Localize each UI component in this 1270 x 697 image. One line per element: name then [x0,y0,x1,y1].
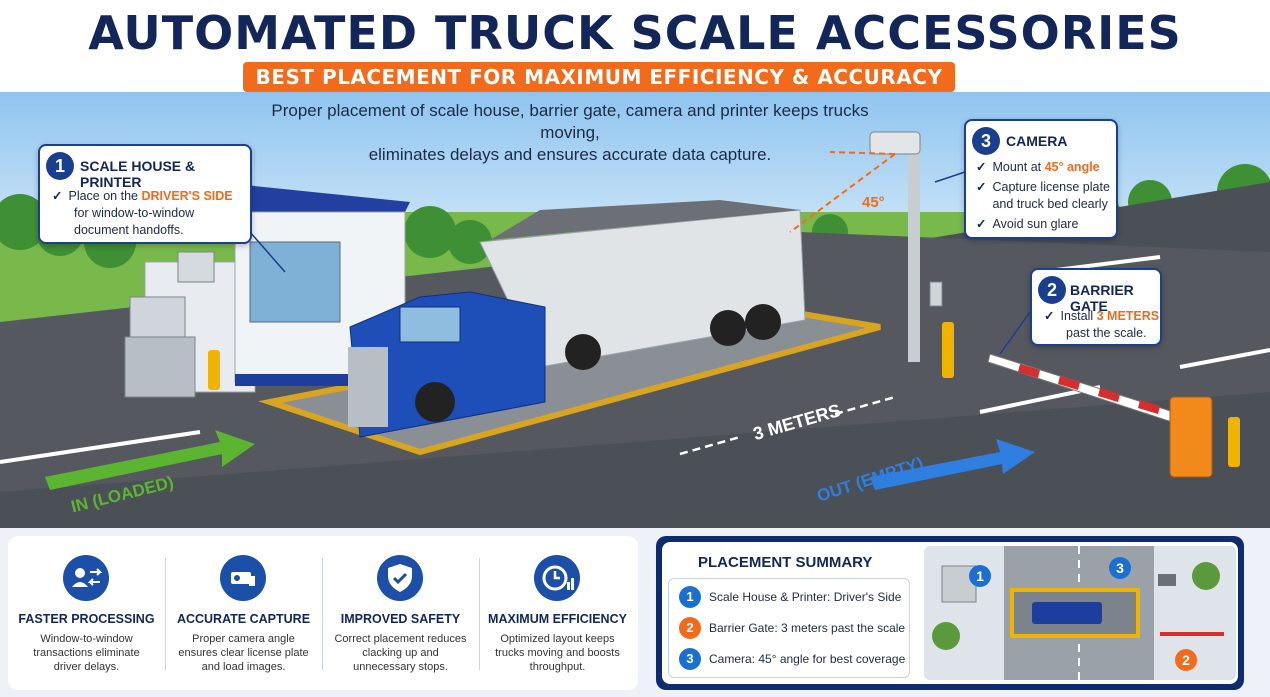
map-label-2: 2 [1182,652,1190,668]
out-arrow [870,439,1035,490]
summary-number: 1 [679,586,701,608]
summary-text: Barrier Gate: 3 meters past the scale [709,621,906,635]
bollards [208,322,1240,467]
callout-number-3: 3 [972,127,1000,155]
truck [348,200,806,438]
barrier-gate [987,353,1213,478]
angle-label: 45° [862,194,885,211]
callout-scale-house-title: SCALE HOUSE & PRINTER [80,158,196,190]
weigh-station-scene: Proper placement of scale house, barrier… [0,92,1270,530]
benefit-improved-safety: IMPROVED SAFETY Correct placement reduce… [322,536,479,690]
callout-barrier-gate: 2 BARRIER GATE ✓Install 3 METERS past th… [1030,268,1162,346]
minimap-illustration: 1 3 2 [924,546,1236,680]
benefit-title: FASTER PROCESSING [18,612,155,626]
benefit-text: Correct placement reduces clacking up an… [334,633,467,673]
callout-scale-house-text: ✓Place on the DRIVER'S SIDE for window-t… [52,189,233,237]
summary-text: Camera: 45° angle for best coverage [709,652,906,666]
check-icon: ✓ [976,217,987,231]
callout-scale-house: 1 SCALE HOUSE & PRINTER ✓Place on the DR… [38,144,252,244]
placement-minimap: 1 3 2 [924,546,1236,680]
intro-line-1: Proper placement of scale house, barrier… [271,101,869,142]
summary-inner: PLACEMENT SUMMARY 1 Scale House & Printe… [662,542,1238,684]
benefit-title: ACCURATE CAPTURE [176,612,311,626]
scene-illustration [0,92,1270,530]
check-icon: ✓ [52,189,63,203]
summary-number: 2 [679,617,701,639]
callout-camera-title: CAMERA [1006,133,1068,149]
intro-line-2: eliminates delays and ensures accurate d… [368,145,772,164]
benefit-faster-processing: FASTER PROCESSING Window-to-window trans… [8,536,165,690]
benefit-title: IMPROVED SAFETY [340,612,461,626]
benefit-text: Optimized layout keeps trucks moving and… [495,633,620,673]
main-title: AUTOMATED TRUCK SCALE ACCESSORIES [88,6,1182,60]
camera-icon [220,555,266,601]
callout-barrier-text: ✓Install 3 METERS past the scale. [1044,309,1160,340]
subtitle-banner: BEST PLACEMENT FOR MAXIMUM EFFICIENCY & … [243,62,955,92]
clock-chart-icon [534,555,580,601]
check-icon: ✓ [1044,309,1055,323]
header: AUTOMATED TRUCK SCALE ACCESSORIES BEST P… [0,0,1270,92]
callout-number-2: 2 [1038,276,1066,304]
map-label-3: 3 [1116,560,1124,576]
callout-camera-text: ✓Mount at 45° angle ✓Capture license pla… [976,160,1110,231]
summary-list: 1 Scale House & Printer: Driver's Side 2… [668,578,910,678]
bottom-panel: FASTER PROCESSING Window-to-window trans… [0,528,1270,697]
benefit-accurate-capture: ACCURATE CAPTURE Proper camera angle ens… [165,536,322,690]
divider [165,558,166,670]
summary-number: 3 [679,648,701,670]
callout-barrier-title: BARRIER GATE [1070,282,1134,314]
benefits-panel: FASTER PROCESSING Window-to-window trans… [8,536,638,690]
callout-camera: 3 CAMERA ✓Mount at 45° angle ✓Capture li… [964,119,1118,239]
benefit-maximum-efficiency: MAXIMUM EFFICIENCY Optimized layout keep… [479,536,636,690]
check-icon: ✓ [976,160,987,174]
summary-title: PLACEMENT SUMMARY [698,554,873,571]
user-exchange-icon [63,555,109,601]
camera-pole [789,131,943,362]
intro-text: Proper placement of scale house, barrier… [240,100,900,166]
callout-connectors [249,171,1031,355]
callout-number-1: 1 [46,152,74,180]
distance-arrow [679,395,896,456]
benefit-text: Proper camera angle ensures clear licens… [178,633,309,673]
in-arrow [45,430,255,490]
summary-text: Scale House & Printer: Driver's Side [709,590,902,604]
placement-summary: PLACEMENT SUMMARY 1 Scale House & Printe… [656,536,1244,690]
divider [479,558,480,670]
shield-check-icon [377,555,423,601]
benefit-text: Window-to-window transactions eliminate … [33,633,140,673]
benefit-title: MAXIMUM EFFICIENCY [488,612,627,626]
divider [322,558,323,670]
subtitle: BEST PLACEMENT FOR MAXIMUM EFFICIENCY & … [255,65,943,89]
check-icon: ✓ [976,180,987,194]
map-label-1: 1 [976,568,984,584]
